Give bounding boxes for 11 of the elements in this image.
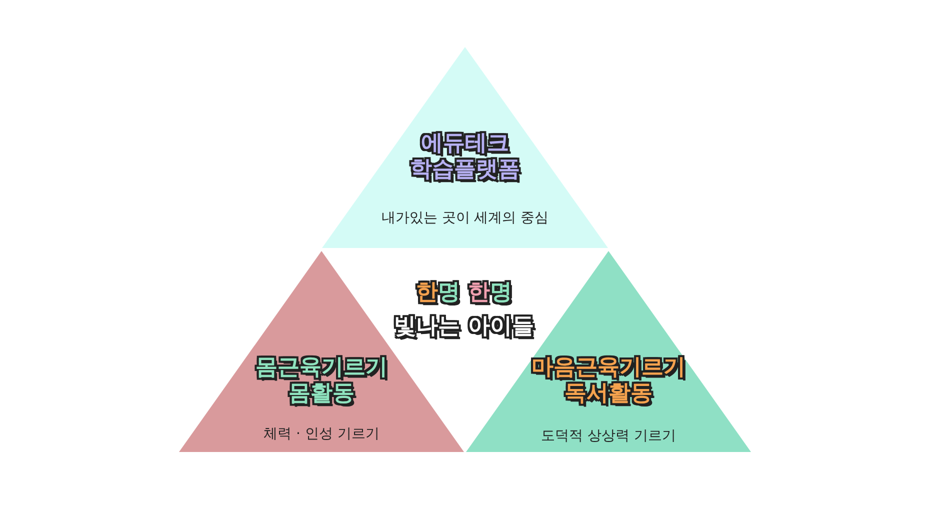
subtitle: 도덕적 상상력 기르기 <box>541 427 676 445</box>
heading: 에듀테크 학습플랫폼 <box>410 131 520 183</box>
slogan-text: 빛나는 아이들 <box>394 314 534 339</box>
triangle-panel <box>466 251 751 452</box>
triangle-panel <box>322 47 608 248</box>
triangle-panel <box>179 251 464 452</box>
slogan-text: 한명 한명 <box>416 280 512 305</box>
subtitle: 체력 · 인성 기르기 <box>264 425 380 443</box>
subtitle: 내가있는 곳이 세계의 중심 <box>381 209 549 227</box>
heading: 마음근육기르기 독서활동 <box>532 355 686 407</box>
heading: 몸근육기르기 몸활동 <box>256 355 388 407</box>
